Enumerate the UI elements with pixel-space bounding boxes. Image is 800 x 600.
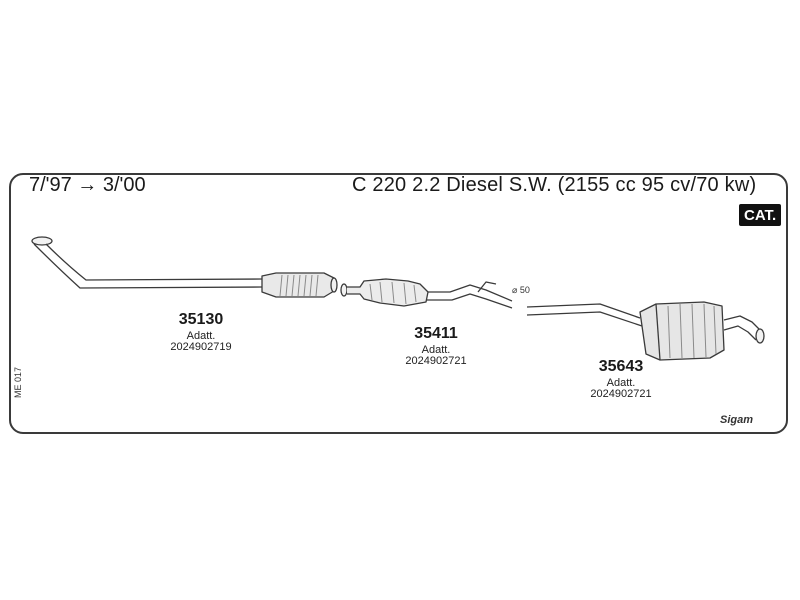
oem-code: 2024902719 — [170, 341, 232, 353]
part-35130-pipe — [31, 236, 338, 298]
part-number: 35643 — [598, 358, 644, 375]
cat-badge: CAT. — [739, 204, 782, 226]
oem-code: 2024902721 — [405, 355, 467, 367]
tail-pipe-tip — [755, 328, 765, 344]
brand-logo: Sigam — [720, 414, 754, 426]
adapt-label: Adatt. — [186, 330, 216, 342]
part-number: 35130 — [178, 311, 224, 328]
part-35643-pipe — [526, 301, 765, 361]
outlet-flange — [330, 277, 338, 293]
part-35411-pipe — [340, 278, 513, 309]
pipe-diameter-label: ⌀ 50 — [512, 285, 530, 295]
diagram-code: ME 017 — [13, 366, 23, 398]
part-number: 35411 — [414, 325, 458, 342]
date-range: 7/'97 → 3/'00 — [29, 174, 146, 196]
inlet-flange — [31, 236, 53, 246]
adapt-label: Adatt. — [421, 344, 451, 356]
model-title: C 220 2.2 Diesel S.W. (2155 cc 95 cv/70 … — [352, 174, 757, 196]
adapt-label: Adatt. — [606, 377, 636, 389]
diagram-frame — [9, 173, 788, 434]
oem-code: 2024902721 — [590, 388, 652, 400]
